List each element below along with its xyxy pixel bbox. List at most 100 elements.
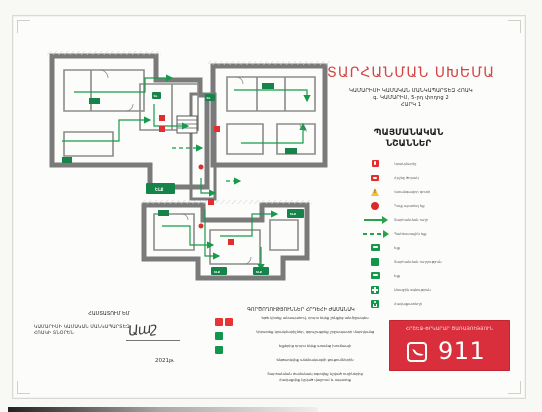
- plan-doors: [99, 69, 308, 265]
- approval-date: 2021թ.: [155, 358, 175, 364]
- legend-item-label: Կրակմարիչ: [394, 161, 417, 166]
- fire-warning-icon: [215, 318, 223, 326]
- legend-item-label: Հավաքատեղի: [394, 301, 422, 306]
- emergency-number: 911: [438, 337, 486, 365]
- instruction-text: Եթե կիսեք անապահով, դուրս եկեք շենքից ան…: [261, 316, 369, 320]
- plan-inner-wall: [226, 76, 316, 155]
- exit-direction-sign: [285, 148, 297, 154]
- exit-direction-sign: [89, 98, 100, 104]
- legend-item-label: Դուք այստեղ եք: [394, 203, 425, 208]
- exit-direction-sign: [262, 83, 274, 89]
- fire-extinguisher-icon: [371, 160, 379, 167]
- evacuation-route: [234, 89, 311, 103]
- exit-direction-sign: [158, 210, 169, 216]
- legend: ՊԱՅՄԱՆԱԿԱՆ ՆՇԱՆՆԵՐ Կրակմարիչ Հրշեջ ծորակ…: [356, 128, 461, 311]
- legend-item: Վտանգավոր գոտի: [356, 185, 461, 198]
- svg-text:ԵԼ: ԵԼ: [207, 96, 211, 100]
- plan-wall-detail: [47, 51, 161, 55]
- approval-heading: ՀԱՍՏԱՏՈՒՄ ԵՄ: [88, 311, 130, 317]
- frame-corner: [508, 381, 521, 394]
- legend-item: Տարհանման ուղղություն: [356, 255, 461, 268]
- frame-corner: [508, 20, 521, 33]
- instruction-row: Կիրառեք կրակմարիչներ, զգուշացրեք շրջապատ…: [210, 330, 392, 342]
- stairs-icon: [176, 115, 198, 134]
- legend-item-label: Ելք: [394, 245, 400, 250]
- plan-inner-wall: [63, 69, 199, 157]
- exit-icon: [370, 272, 380, 279]
- evacuation-route: [74, 74, 174, 93]
- approval-line: ՀՈԱԿԻ ՏՆՕՐԵՆ: [34, 331, 74, 336]
- fire-hose-icon: [371, 174, 379, 181]
- you-are-here-marker: [198, 164, 204, 229]
- legend-item: Ելք: [356, 269, 461, 282]
- approval-line: ԿԱՄԱՐԻՍԻ ԿԱՄԱԿԱՆ ՄԱՆԿԱՊԱՐՏԵԶ: [34, 325, 130, 330]
- evacuation-route: [200, 178, 217, 197]
- page-title: ՏԱՐՀԱՆՄԱՆ ՍԽԵՄԱ: [327, 65, 495, 81]
- building-address: ԿԱՄԱՐԻՍԻ ԿԱՄԱԿԱՆ ՄԱՆԿԱՊԱՐՏԵԶ ՀՈԱԿ գ. ԿԱՄ…: [322, 88, 500, 109]
- phone-icon: [407, 342, 427, 362]
- instruction-row: Եթե կիսեք անապահով, դուրս եկեք շենքից ան…: [210, 316, 392, 328]
- emergency-label: ՀՐՇԵՋ-ՓՐԿԱՐԱՐ ԾԱՌԱՅՈՒԹՅՈՒՆ: [405, 327, 494, 332]
- evacuation-route: [153, 104, 190, 130]
- frame-corner: [17, 20, 30, 33]
- legend-title: ՊԱՅՄԱՆԱԿԱՆ ՆՇԱՆՆԵՐ: [373, 128, 444, 149]
- svg-text:ԵԼՔ: ԵԼՔ: [214, 270, 220, 274]
- legend-item-label: Տարհանման ուղի: [394, 217, 428, 222]
- exit-sign: ԵԼՔ: [146, 183, 175, 194]
- evacuation-route: [220, 210, 279, 237]
- signature: Աաշ: [127, 320, 158, 340]
- legend-item: Կրակմարիչ: [356, 157, 461, 170]
- legend-item: Ելք: [356, 241, 461, 254]
- exit-direction-sign: [62, 157, 72, 163]
- legend-item: Հրշեջ ծորակ: [356, 171, 461, 184]
- legend-item-label: Ելք: [394, 273, 400, 278]
- warning-icon: [371, 187, 379, 196]
- svg-text:ԵԼՔ: ԵԼՔ: [256, 270, 262, 274]
- fire-extinguisher-marker: [159, 115, 234, 245]
- instruction-row: Ենթարկվեք անձնակազմի ցուցումներին: [210, 358, 392, 370]
- legend-item-label: Պահեստային ելք: [394, 231, 427, 236]
- legend-item-label: Տարհանման ուղղություն: [394, 259, 442, 264]
- plan-wall-detail: [140, 200, 312, 204]
- exit-sign: ԵԼ: [205, 94, 215, 101]
- instruction-text: Ելքերից դուրս եկեք առանց խուճապի: [278, 344, 352, 348]
- fire-warning-icon: [225, 318, 233, 326]
- evacuation-route: [241, 122, 307, 144]
- exit-sign: ԵԼՔ: [287, 209, 304, 218]
- instruction-icons: [215, 332, 223, 340]
- subtitle-line: գ. ԿԱՄԱՐԻՍ, 5-րդ փողոց 2: [373, 95, 449, 101]
- instruction-note: Հավաքվեք նշված վայրում և սպասեք: [279, 378, 351, 382]
- instructions-title: ԳՈՐԾՈՂՈՒԹՅՈՒՆՆԵՐ ՀՐԴԵՀԻ ԺԱՄԱՆԱԿ: [247, 308, 355, 313]
- fire-instructions: ԳՈՐԾՈՂՈՒԹՅՈՒՆՆԵՐ ՀՐԴԵՀԻ ԺԱՄԱՆԱԿ Եթե կիսե…: [210, 308, 392, 382]
- instruction-note: Տարհանման ժամանակ օգտվեք նշված ուղիներից: [267, 372, 363, 376]
- you-are-here-icon: [371, 201, 379, 210]
- exit-sign: ԵԼՔ: [253, 267, 269, 275]
- assembly-point-icon: [371, 299, 379, 308]
- instruction-icons: [215, 318, 233, 326]
- legend-item-label: Հրշեջ ծորակ: [394, 175, 419, 180]
- exit-sign: ԵԼ: [152, 92, 161, 99]
- legend-item: Պահեստային ելք: [356, 227, 461, 240]
- evacuation-route: [62, 116, 152, 142]
- instruction-icons: [215, 346, 223, 354]
- evacuation-route-icon: [364, 215, 388, 224]
- photo-bottom-edge: [8, 407, 318, 412]
- plan-bottom-wall: [141, 202, 310, 281]
- plan-top-right-wall: [210, 63, 328, 168]
- alternate-route-icon: [363, 229, 389, 238]
- approval-block: ՀԱՍՏԱՏՈՒՄ ԵՄ ԿԱՄԱՐԻՍԻ ԿԱՄԱԿԱՆ ՄԱՆԿԱՊԱՐՏԵ…: [34, 311, 184, 364]
- svg-text:ԵԼՔ: ԵԼՔ: [155, 187, 164, 192]
- subtitle-line: ՀԱՐԿ 1: [400, 102, 422, 108]
- legend-item-label: Վտանգավոր գոտի: [394, 189, 431, 194]
- signature-line: [126, 340, 180, 341]
- first-aid-icon: [215, 346, 223, 354]
- legend-item: Տարհանման ուղի: [356, 213, 461, 226]
- evacuation-route: [204, 209, 221, 260]
- instruction-text: Ենթարկվեք անձնակազմի ցուցումներին: [276, 358, 354, 362]
- first-aid-icon: [371, 285, 379, 294]
- subtitle-line: ԿԱՄԱՐԻՍԻ ԿԱՄԱԿԱՆ ՄԱՆԿԱՊԱՐՏԵԶ ՀՈԱԿ: [349, 88, 473, 94]
- legend-item: Առաջին օգնություն: [356, 283, 461, 296]
- legend-item: Հավաքատեղի: [356, 297, 461, 310]
